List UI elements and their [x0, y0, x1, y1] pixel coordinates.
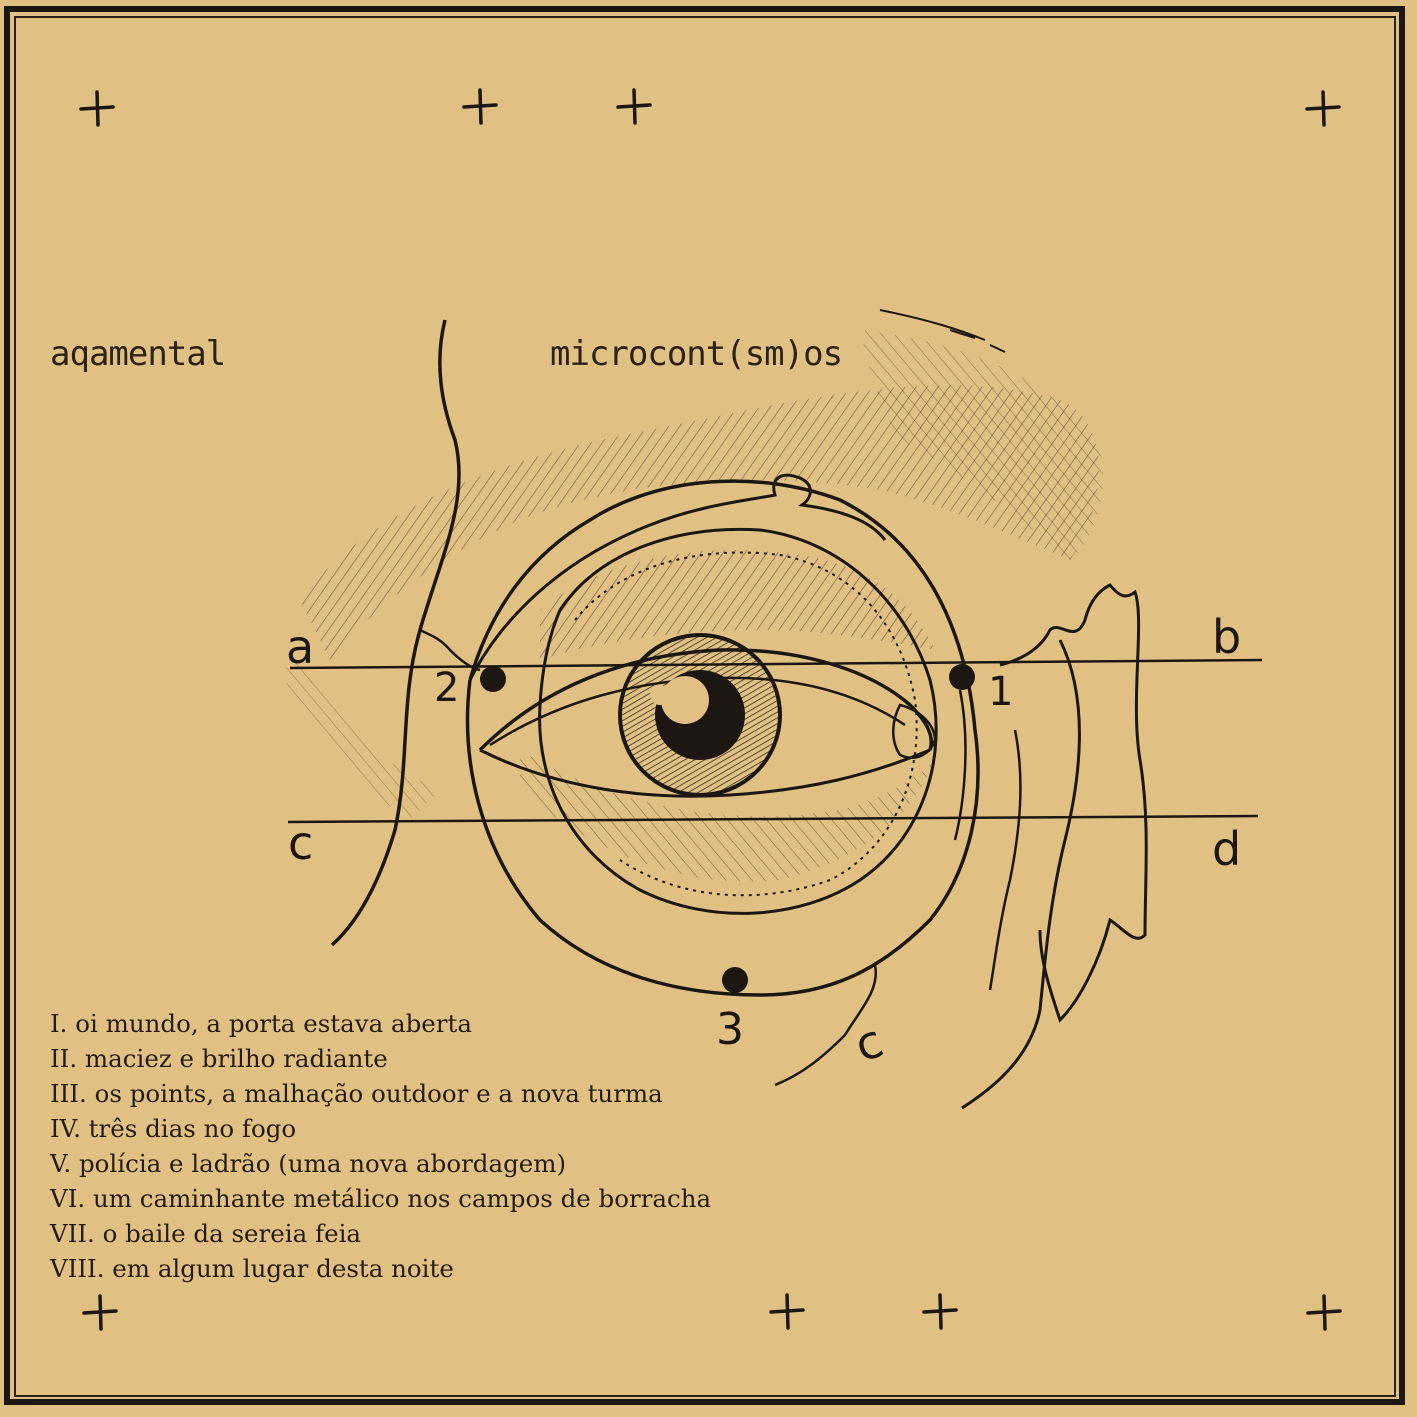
cross-mark-icon — [460, 86, 500, 126]
cross-mark-icon — [920, 1291, 960, 1331]
diagram-label-3: 3 — [716, 1004, 744, 1055]
outer-frame — [4, 6, 1405, 1405]
track-item: IV. três dias no fogo — [50, 1114, 297, 1143]
diagram-label-b: b — [1212, 610, 1242, 664]
artist-name: aqamental — [50, 334, 226, 374]
diagram-label-c: c — [288, 816, 314, 870]
cross-mark-icon — [77, 88, 117, 128]
cross-mark-icon — [1304, 1292, 1344, 1332]
track-item: VI. um caminhante metálico nos campos de… — [50, 1184, 712, 1213]
cross-mark-icon — [1303, 88, 1343, 128]
inner-frame — [14, 16, 1396, 1397]
cross-mark-icon — [614, 86, 654, 126]
diagram-label-d: d — [1212, 822, 1242, 876]
track-item: III. os points, a malhação outdoor e a n… — [50, 1079, 663, 1108]
diagram-label-a: a — [286, 620, 315, 674]
diagram-label-2: 2 — [434, 665, 460, 711]
track-item: II. maciez e brilho radiante — [50, 1044, 388, 1073]
album-title: microcont(sm)os — [550, 334, 843, 374]
track-item: V. polícia e ladrão (uma nova abordagem) — [50, 1149, 567, 1178]
tracklist: I. oi mundo, a porta estava aberta II. m… — [50, 1006, 711, 1286]
diagram-label-1: 1 — [988, 669, 1014, 715]
cross-mark-icon — [767, 1291, 807, 1331]
cross-mark-icon — [80, 1292, 120, 1332]
track-item: VIII. em algum lugar desta noite — [50, 1254, 454, 1283]
track-item: VII. o baile da sereia feia — [50, 1219, 362, 1248]
track-item: I. oi mundo, a porta estava aberta — [50, 1009, 472, 1038]
